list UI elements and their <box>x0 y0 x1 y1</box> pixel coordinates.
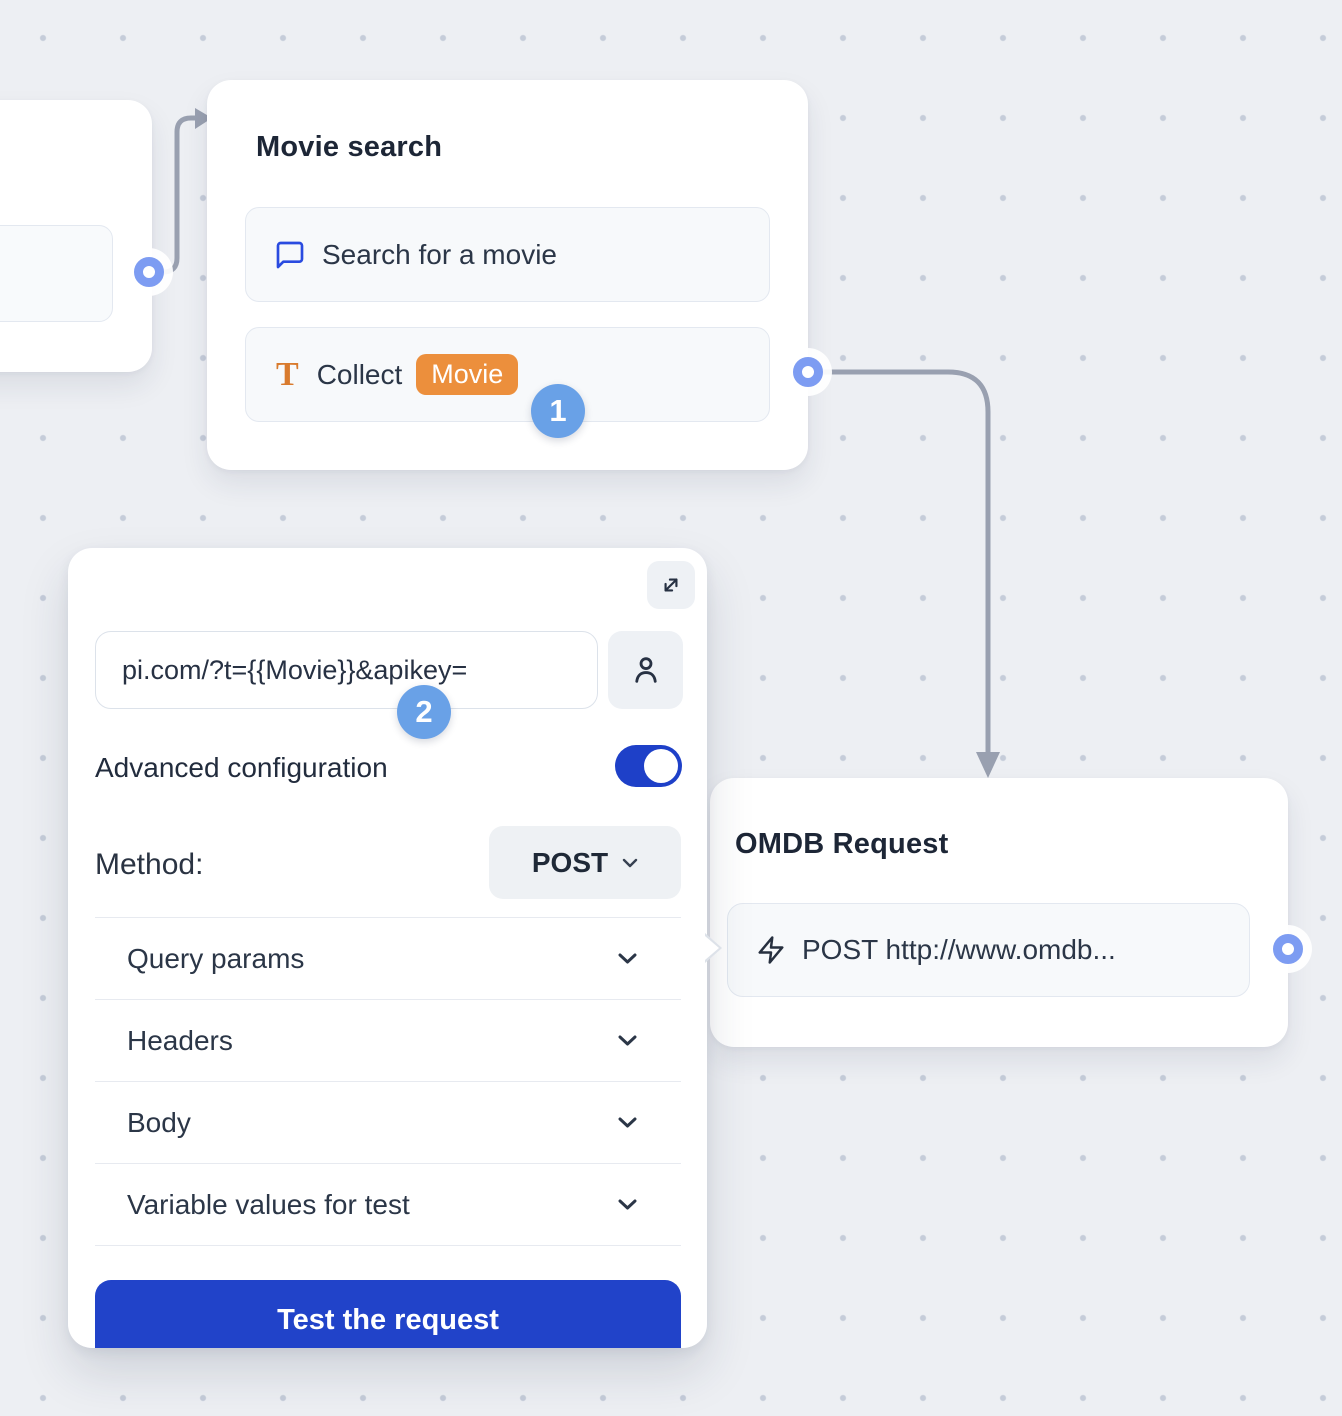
chat-bubble-icon <box>274 239 306 271</box>
section-body[interactable]: Body <box>95 1081 681 1163</box>
section-variable-values[interactable]: Variable values for test <box>95 1163 681 1245</box>
section-query-params[interactable]: Query params <box>95 917 681 999</box>
webhook-editor-panel: pi.com/?t={{Movie}}&apikey= Advanced con… <box>68 548 707 1348</box>
method-select[interactable]: POST <box>489 826 681 899</box>
text-input-icon: T <box>276 358 299 392</box>
advanced-configuration-toggle[interactable] <box>615 745 682 787</box>
section-label: Query params <box>127 943 304 975</box>
method-value: POST <box>532 847 608 879</box>
step-badge-1: 1 <box>531 384 585 438</box>
variable-chip[interactable]: Movie <box>416 354 518 395</box>
omdb-request-node[interactable]: OMDB Request POST http://www.omdb... <box>710 778 1288 1047</box>
node-item-label: Search for a movie <box>322 239 557 271</box>
chevron-down-icon <box>622 858 638 868</box>
editor-pointer-notch <box>705 936 719 960</box>
node-title: OMDB Request <box>735 828 948 861</box>
node-item-label: Collect <box>317 359 403 391</box>
node-item-collect-movie[interactable]: T Collect Movie <box>245 327 770 422</box>
partial-node-row[interactable] <box>0 225 113 322</box>
section-label: Body <box>127 1107 191 1139</box>
output-port[interactable] <box>1264 925 1312 973</box>
node-item-post-request[interactable]: POST http://www.omdb... <box>727 903 1250 997</box>
method-label: Method: <box>95 848 203 882</box>
person-icon <box>629 653 663 687</box>
url-input[interactable]: pi.com/?t={{Movie}}&apikey= <box>95 631 598 709</box>
port-ring-icon <box>1273 934 1303 964</box>
chevron-down-icon <box>618 1117 637 1129</box>
divider <box>95 1245 681 1246</box>
port-ring-icon <box>793 357 823 387</box>
step-badge-2: 2 <box>397 685 451 739</box>
section-headers[interactable]: Headers <box>95 999 681 1081</box>
section-label: Headers <box>127 1025 233 1057</box>
connector-path-to-omdb <box>812 372 988 756</box>
expand-icon <box>658 572 684 598</box>
node-item-label: POST http://www.omdb... <box>802 934 1116 966</box>
movie-search-node[interactable]: Movie search Search for a movie T Collec… <box>207 80 808 470</box>
chevron-down-icon <box>618 953 637 965</box>
output-port[interactable] <box>784 348 832 396</box>
test-request-button[interactable]: Test the request <box>95 1280 681 1348</box>
port-ring-icon <box>134 257 164 287</box>
toggle-knob <box>644 749 678 783</box>
section-label: Variable values for test <box>127 1189 410 1221</box>
insert-variable-button[interactable] <box>608 631 683 709</box>
chevron-down-icon <box>618 1199 637 1211</box>
partial-node-card[interactable] <box>0 100 152 372</box>
expand-button[interactable] <box>647 561 695 609</box>
node-item-search-for-movie[interactable]: Search for a movie <box>245 207 770 302</box>
node-title: Movie search <box>256 131 442 164</box>
advanced-configuration-label: Advanced configuration <box>95 752 388 784</box>
arrowhead-down-icon <box>976 752 1000 778</box>
chevron-down-icon <box>618 1035 637 1047</box>
lightning-icon <box>756 935 786 965</box>
output-port[interactable] <box>125 248 173 296</box>
